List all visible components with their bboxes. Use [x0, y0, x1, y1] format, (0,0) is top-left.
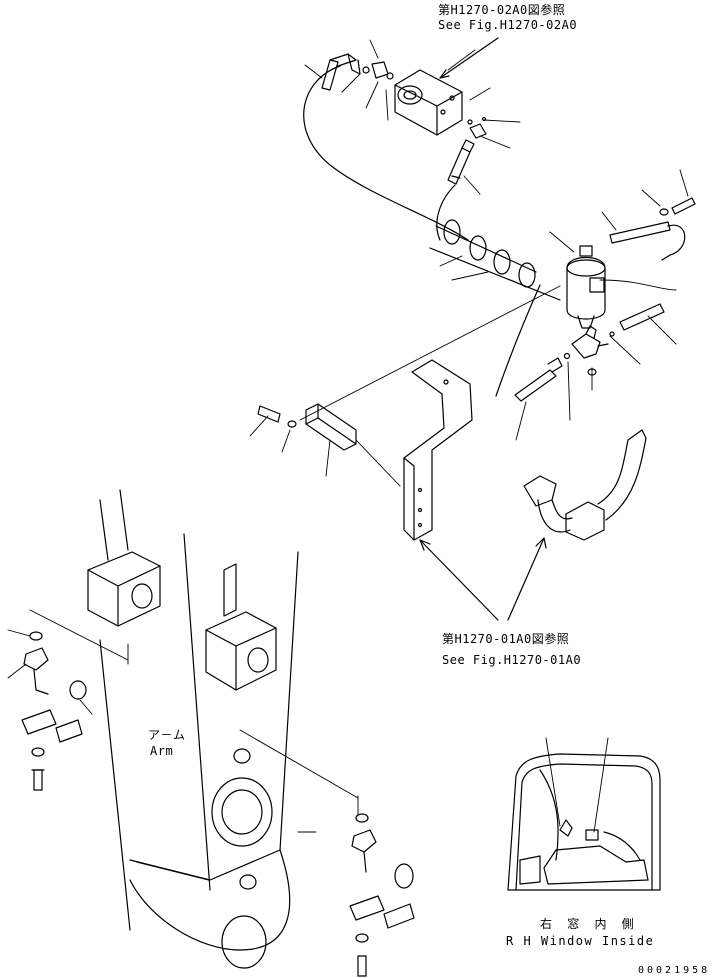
ref-bottom-jp: 第H1270-01A0図参照 — [442, 632, 570, 646]
arrow-head-top — [439, 69, 450, 79]
elbow-fitting-top — [321, 53, 361, 91]
fitting-stack-left — [21, 631, 87, 791]
hose-fitting-right — [609, 303, 665, 337]
callout-lines-top — [304, 39, 521, 195]
callout-lines-clamps — [439, 255, 489, 281]
ref-top-en: See Fig.H1270-02A0 — [438, 18, 578, 32]
elbow-pipe-assembly — [523, 429, 647, 541]
arm-pipe-left — [99, 489, 129, 561]
callout-lines-left — [7, 609, 129, 715]
callout-lines-bottom — [239, 729, 359, 833]
small-bracket — [305, 403, 357, 451]
valve-block-top — [394, 69, 463, 136]
hose-accum — [495, 284, 541, 397]
bolt-washer-left — [257, 405, 297, 428]
arrow-ref-top — [439, 37, 499, 79]
hose-top — [303, 65, 469, 241]
clamp-series — [429, 219, 561, 301]
callout-lines-bracket — [249, 285, 561, 487]
arm-boss — [211, 748, 273, 969]
callout-lines-tee — [515, 279, 677, 441]
oring-lower — [587, 368, 597, 376]
arm-label-jp: ア－ム — [148, 728, 186, 742]
callout-lines-cab — [545, 737, 609, 833]
hose-fitting-left — [514, 357, 563, 402]
arm-label-en: Arm — [150, 744, 174, 758]
cab-window-inset — [507, 753, 661, 891]
adapter-fitting-top — [362, 61, 394, 80]
arrows-ref-bottom — [419, 537, 547, 621]
bracket-strap — [609, 221, 686, 261]
window-label-jp: 右 窓 内 側 — [540, 917, 638, 931]
hose-fitting-top — [447, 139, 475, 185]
callout-lines-accum — [549, 169, 689, 253]
ref-bottom-en: See Fig.H1270-01A0 — [442, 653, 582, 667]
ref-top-jp: 第H1270-02A0図参照 — [438, 3, 566, 17]
connector-right-top — [467, 116, 487, 139]
window-label-en: R H Window Inside — [506, 934, 655, 948]
tee-fitting — [563, 325, 609, 360]
bolt-washer-top-right — [659, 197, 696, 216]
hose-top-2 — [436, 184, 456, 241]
arm-body — [99, 533, 299, 951]
mounting-bracket — [403, 359, 473, 541]
arm-clamp-block-right — [205, 563, 277, 691]
fitting-stack-bottom — [349, 813, 415, 977]
accumulator — [566, 245, 606, 329]
drawing-number: 00021958 — [638, 965, 711, 976]
arm-clamp-block-left — [87, 551, 161, 627]
